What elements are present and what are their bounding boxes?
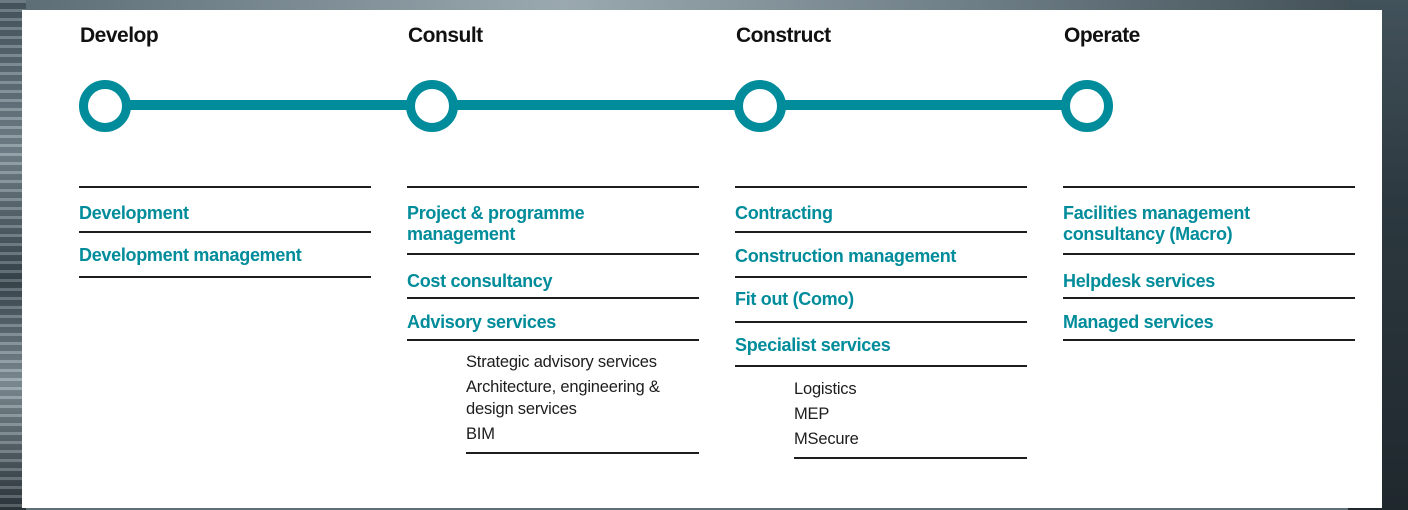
divider bbox=[735, 321, 1027, 323]
column-operate: Facilities management consultancy (Macro… bbox=[1063, 186, 1355, 341]
service-item: Specialist services bbox=[735, 335, 891, 355]
divider bbox=[735, 231, 1027, 233]
service-item: Cost consultancy bbox=[407, 271, 553, 291]
divider bbox=[407, 253, 699, 255]
divider bbox=[79, 186, 371, 188]
divider bbox=[79, 231, 371, 233]
stage-title-consult: Consult bbox=[408, 24, 483, 47]
service-item: Advisory services bbox=[407, 312, 556, 332]
sub-item: BIM bbox=[466, 425, 495, 443]
column-consult: Project & programme management Cost cons… bbox=[407, 186, 699, 454]
content-panel bbox=[22, 10, 1382, 508]
service-item: Fit out (Como) bbox=[735, 289, 854, 309]
sub-item: Strategic advisory services bbox=[466, 353, 657, 371]
stage-title-operate: Operate bbox=[1064, 24, 1140, 47]
divider bbox=[794, 457, 1027, 459]
service-item: Contracting bbox=[735, 203, 833, 223]
timeline-node-develop bbox=[79, 80, 131, 132]
divider bbox=[735, 186, 1027, 188]
divider bbox=[1063, 253, 1355, 255]
divider bbox=[1063, 339, 1355, 341]
service-item: Helpdesk services bbox=[1063, 271, 1216, 291]
process-timeline bbox=[0, 0, 1408, 150]
divider bbox=[735, 365, 1027, 367]
stage-title-develop: Develop bbox=[80, 24, 159, 47]
service-item: Managed services bbox=[1063, 312, 1214, 332]
divider bbox=[1063, 186, 1355, 188]
timeline-node-consult bbox=[406, 80, 458, 132]
service-item: Development management bbox=[79, 245, 302, 265]
sub-item: Architecture, engineering & design servi… bbox=[466, 378, 660, 418]
stage-title-construct: Construct bbox=[736, 24, 831, 47]
column-construct: Contracting Construction management Fit … bbox=[735, 186, 1027, 459]
column-develop: Development Development management bbox=[79, 186, 371, 278]
service-item: Construction management bbox=[735, 246, 957, 266]
sub-item: MEP bbox=[794, 405, 830, 423]
service-item: Development bbox=[79, 203, 189, 223]
timeline-line bbox=[104, 100, 1086, 110]
service-item: Facilities management consultancy (Macro… bbox=[1063, 203, 1250, 244]
sub-item: MSecure bbox=[794, 430, 859, 448]
divider bbox=[735, 276, 1027, 278]
divider bbox=[407, 339, 699, 341]
divider bbox=[407, 186, 699, 188]
timeline-node-construct bbox=[734, 80, 786, 132]
divider bbox=[407, 297, 699, 299]
background-photo-left bbox=[0, 0, 26, 510]
divider bbox=[466, 452, 699, 454]
sub-item: Logistics bbox=[794, 380, 857, 398]
service-item: Project & programme management bbox=[407, 203, 585, 244]
timeline-node-operate bbox=[1061, 80, 1113, 132]
divider bbox=[79, 276, 371, 278]
sub-list-advisory: Strategic advisory services Architecture… bbox=[466, 351, 699, 454]
sub-list-specialist: Logistics MEP MSecure bbox=[794, 378, 1027, 459]
divider bbox=[1063, 297, 1355, 299]
